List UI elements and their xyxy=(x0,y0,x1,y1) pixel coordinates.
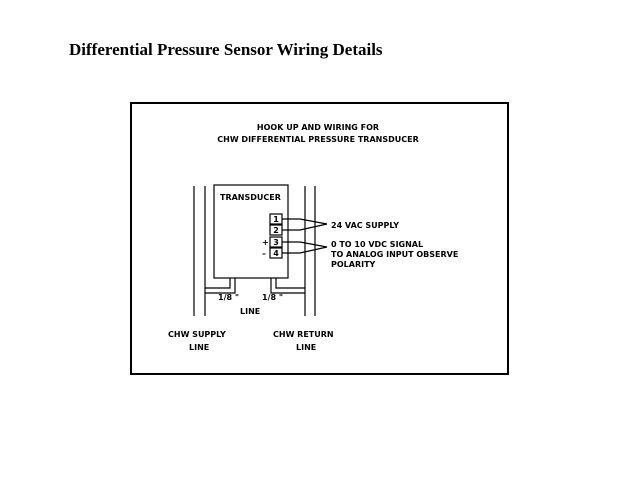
impulse-tube-right-inner xyxy=(270,278,305,294)
signal-wire-minus xyxy=(282,246,328,254)
impulse-tube-left xyxy=(205,278,231,289)
chw-return-label-line1: CHW RETURN xyxy=(273,330,334,339)
chw-supply-label-line2: LINE xyxy=(189,343,209,352)
terminal-1-label: 1 xyxy=(273,215,279,224)
tube-line-label: LINE xyxy=(240,307,260,316)
minus-sign: – xyxy=(262,249,266,258)
diagram-heading-line1: HOOK UP AND WIRING FOR xyxy=(257,123,379,132)
supply-wire-1 xyxy=(282,218,328,225)
tube-right-label: 1/8 " xyxy=(262,293,283,302)
tube-left-label: 1/8 " xyxy=(218,293,239,302)
chw-supply-label-line1: CHW SUPPLY xyxy=(168,330,226,339)
diagram-heading-line2: CHW DIFFERENTIAL PRESSURE TRANSDUCER xyxy=(217,135,418,144)
slide-title: Differential Pressure Sensor Wiring Deta… xyxy=(69,40,383,59)
terminal-3-label: 3 xyxy=(273,238,279,247)
plus-sign: + xyxy=(262,238,269,247)
signal-label-line3: POLARITY xyxy=(331,260,376,269)
chw-return-label-line2: LINE xyxy=(296,343,316,352)
signal-label-line1: 0 TO 10 VDC SIGNAL xyxy=(331,240,423,249)
terminal-2-label: 2 xyxy=(273,226,279,235)
transducer-label: TRANSDUCER xyxy=(220,193,281,202)
supply-label: 24 VAC SUPPLY xyxy=(331,221,399,230)
signal-label-line2: TO ANALOG INPUT OBSERVE xyxy=(331,250,458,259)
signal-wire-plus xyxy=(282,241,328,248)
impulse-tube-left-inner xyxy=(205,278,236,294)
terminal-4-label: 4 xyxy=(273,249,279,258)
impulse-tube-right xyxy=(275,278,305,289)
supply-wire-2 xyxy=(282,223,328,231)
